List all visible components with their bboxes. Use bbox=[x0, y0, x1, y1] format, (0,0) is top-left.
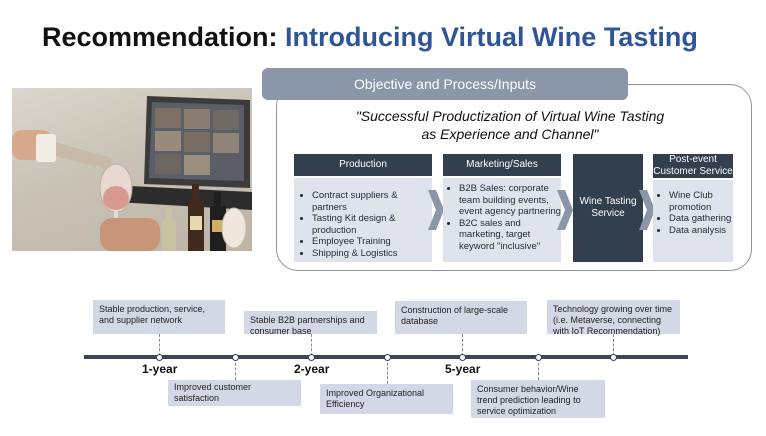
list-item: Data analysis bbox=[669, 225, 733, 237]
timeline-marker bbox=[610, 354, 617, 361]
timeline-marker bbox=[232, 354, 239, 361]
timeline-marker bbox=[384, 354, 391, 361]
service-line-1: Wine Tasting bbox=[579, 196, 637, 207]
quote-line-1: "Successful Productization of Virtual Wi… bbox=[355, 108, 665, 124]
virtual-wine-tasting-photo bbox=[12, 88, 252, 251]
title-prefix: Recommendation: bbox=[42, 22, 278, 52]
service-line-2: Service bbox=[591, 208, 625, 219]
year-label: 1-year bbox=[142, 362, 178, 376]
post-event-header: Post-event Customer Service bbox=[653, 154, 733, 178]
timeline-marker bbox=[156, 354, 163, 361]
timeline-marker bbox=[535, 354, 542, 361]
quote-line-2: as Experience and Channel" bbox=[421, 126, 599, 142]
production-body: Contract suppliers & partners Tasting Ki… bbox=[294, 178, 432, 262]
list-item: Contract suppliers & partners bbox=[312, 190, 432, 213]
timeline-outcome: Improved customer satisfaction bbox=[168, 380, 301, 406]
chevron-right-icon bbox=[557, 190, 573, 230]
timeline-connector bbox=[462, 334, 463, 356]
timeline-milestone: Stable production, service, and supplier… bbox=[93, 300, 225, 334]
marketing-body: B2B Sales: corporate team building event… bbox=[443, 178, 561, 262]
marketing-list: B2B Sales: corporate team building event… bbox=[443, 183, 561, 252]
list-item: Tasting Kit design & production bbox=[312, 213, 432, 236]
list-item: B2C sales and marketing, target keyword … bbox=[459, 218, 561, 253]
list-item: Shipping & Logistics bbox=[312, 248, 432, 260]
post-event-title-1: Post-event bbox=[669, 154, 717, 165]
marketing-header: Marketing/Sales bbox=[443, 154, 561, 176]
timeline-connector bbox=[159, 334, 160, 356]
timeline-outcome: Improved Organizational Efficiency bbox=[320, 384, 453, 414]
slide-title: Recommendation: Introducing Virtual Wine… bbox=[42, 22, 698, 53]
timeline-milestone: Construction of large-scale database bbox=[395, 301, 527, 334]
timeline-connector bbox=[387, 358, 388, 384]
title-main: Introducing Virtual Wine Tasting bbox=[285, 22, 698, 52]
timeline-marker bbox=[459, 354, 466, 361]
timeline-outcome: Consumer behavior/Wine trend prediction … bbox=[471, 380, 605, 418]
list-item: Data gathering bbox=[669, 213, 733, 225]
timeline-connector bbox=[538, 358, 539, 380]
list-item: Wine Club promotion bbox=[669, 190, 733, 213]
objective-quote: "Successful Productization of Virtual Wi… bbox=[300, 107, 720, 143]
chevron-right-icon bbox=[428, 190, 444, 230]
timeline-connector bbox=[311, 334, 312, 356]
production-list: Contract suppliers & partners Tasting Ki… bbox=[294, 190, 432, 259]
timeline-connector bbox=[235, 358, 236, 380]
post-event-title-2: Customer Service bbox=[653, 166, 733, 177]
objective-header: Objective and Process/Inputs bbox=[262, 68, 628, 100]
timeline-milestone: Technology growing over time (i.e. Metav… bbox=[547, 300, 680, 336]
timeline-milestone: Stable B2B partnerships and consumer bas… bbox=[244, 311, 377, 336]
post-event-list: Wine Club promotion Data gathering Data … bbox=[653, 190, 733, 236]
timeline-connector bbox=[613, 334, 614, 356]
wine-tasting-service-box: Wine Tasting Service bbox=[573, 154, 643, 262]
list-item: Employee Training bbox=[312, 236, 432, 248]
timeline-marker bbox=[308, 354, 315, 361]
list-item: B2B Sales: corporate team building event… bbox=[459, 183, 561, 218]
production-header: Production bbox=[294, 154, 432, 176]
post-event-body: Wine Club promotion Data gathering Data … bbox=[653, 180, 733, 262]
year-label: 2-year bbox=[294, 362, 330, 376]
chevron-right-icon bbox=[639, 190, 655, 230]
year-label: 5-year bbox=[445, 362, 481, 376]
